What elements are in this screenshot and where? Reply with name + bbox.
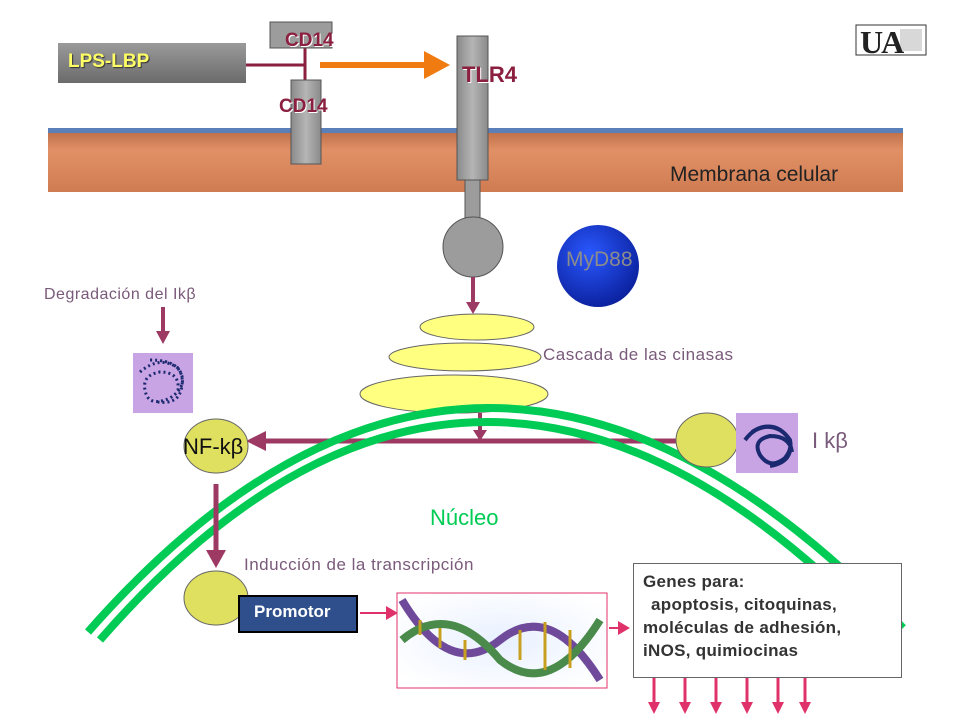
- nfkb-label: NF-kβ: [183, 434, 244, 459]
- ua-logo: [855, 24, 927, 56]
- promoter-to-dna-arrow: [360, 606, 398, 620]
- lps-lbp-label: LPS-LBP: [58, 43, 246, 83]
- kinase-cascade-label: Cascada de las cinasas: [543, 345, 734, 364]
- membrane-label: Membrana celular: [670, 163, 839, 186]
- tlr4-receptor: [442, 35, 504, 278]
- nfkb-complex: [183, 418, 249, 474]
- dna-helix: [396, 592, 608, 689]
- cascade-to-line-arrow: [473, 413, 487, 441]
- genes-line: iNOS, quimiocinas: [643, 641, 799, 660]
- transcription-induction-label: Inducción de la transcripción: [244, 555, 474, 574]
- genes-line: moléculas de adhesión,: [643, 618, 842, 637]
- myd88-label: MyD88: [566, 248, 633, 271]
- lps-to-tlr4-arrow: [320, 51, 450, 79]
- tlr4-label: TLR4: [462, 62, 517, 87]
- genes-box: Genes para: apoptosis, citoquinas, moléc…: [633, 563, 902, 678]
- lps-cd14-connector: [246, 48, 307, 80]
- nfkb-ikb-bound: [675, 412, 739, 468]
- ua-logo-text: UA: [860, 24, 904, 60]
- cd14-membrane-box: [290, 79, 322, 165]
- ikb-protein: [736, 413, 798, 473]
- nucleus-envelope: [84, 404, 906, 643]
- ikb-label: I kβ: [812, 428, 848, 453]
- degradation-arrow: [156, 307, 170, 344]
- myd88-sphere: [557, 225, 639, 307]
- cd14-bottom-label: CD14: [279, 96, 328, 117]
- dna-to-genes-arrow: [609, 621, 630, 635]
- nfkb-translocation-arrow: [206, 484, 226, 568]
- nucleus-label: Núcleo: [430, 505, 499, 530]
- degraded-ikb: [133, 353, 193, 413]
- gene-output-arrows: [648, 672, 811, 714]
- promoter-box: Promotor: [238, 595, 358, 633]
- kinase-cascade: [359, 313, 549, 414]
- degradation-label: Degradación del Ikβ: [44, 286, 197, 303]
- cd14-top-box: [269, 21, 333, 49]
- tlr4-to-cascade-arrow: [466, 277, 480, 314]
- genes-title: Genes para:: [643, 572, 745, 591]
- cd14-top-label: CD14: [285, 30, 334, 51]
- genes-line: apoptosis, citoquinas,: [651, 595, 838, 614]
